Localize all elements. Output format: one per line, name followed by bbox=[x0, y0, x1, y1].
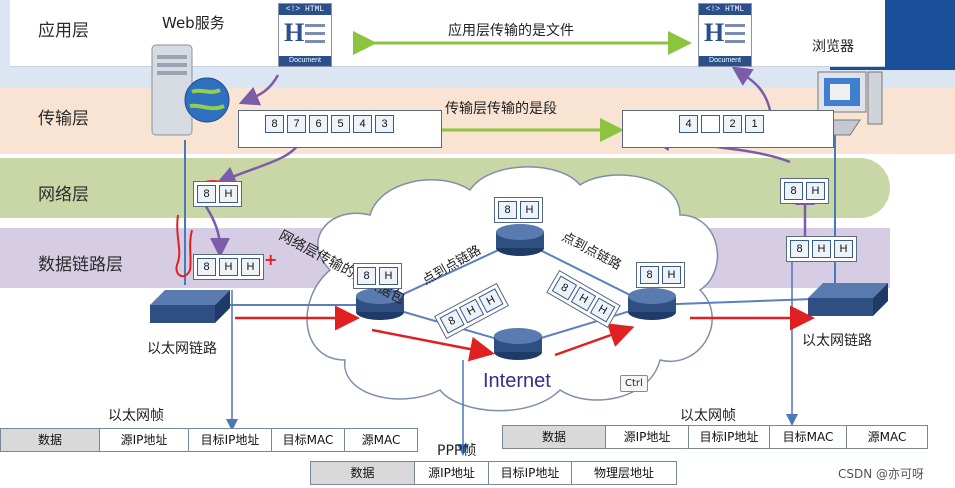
layer-label-datalink: 数据链路层 bbox=[38, 255, 123, 275]
document-footer: Document bbox=[699, 56, 751, 66]
document-header: <!> HTML bbox=[279, 4, 331, 15]
packet-cell bbox=[701, 115, 720, 133]
internet-label: Internet bbox=[483, 370, 551, 392]
packet-cell: 8 bbox=[197, 185, 216, 203]
packet-cell: 4 bbox=[679, 115, 698, 133]
packet-cell: 8 bbox=[790, 240, 809, 258]
ethernet-frame-right-label: 以太网帧 bbox=[680, 408, 736, 424]
frame-field: 源IP地址 bbox=[606, 426, 689, 448]
frame-field: 目标IP地址 bbox=[189, 429, 272, 451]
document-header: <!> HTML bbox=[699, 4, 751, 15]
frame-field-data: 数据 bbox=[1, 429, 100, 451]
router-right-icon bbox=[628, 288, 676, 320]
packet-cell: 3 bbox=[375, 115, 394, 133]
frame-field: 物理层地址 bbox=[593, 466, 654, 480]
internet-cloud bbox=[306, 166, 719, 412]
left-ethernet-switch-icon bbox=[150, 290, 230, 323]
packet-cell: 5 bbox=[331, 115, 350, 133]
router-bottom-icon bbox=[494, 328, 542, 360]
packet-cell: H bbox=[219, 185, 238, 203]
ethernet-frame-left-label: 以太网帧 bbox=[108, 408, 164, 424]
ppp-frame-table: 数据源IP地址目标IP地址 物理层地址 bbox=[310, 461, 677, 485]
transport-transfer-label: 传输层传输的是段 bbox=[445, 101, 557, 117]
frame-field: 源MAC bbox=[867, 430, 907, 444]
ethernet-frame-left-table: 数据源IP地址目标IP地址目标MAC 源MAC bbox=[0, 428, 418, 452]
packet-cell: 8 bbox=[498, 201, 517, 219]
layer-label-application: 应用层 bbox=[38, 21, 89, 41]
packet-cell: 8 bbox=[784, 182, 803, 200]
router-top-icon bbox=[496, 224, 544, 256]
router-left-icon bbox=[356, 288, 404, 320]
ctrl-key: Ctrl bbox=[620, 375, 648, 392]
web-server-label: Web服务 bbox=[162, 14, 225, 32]
red-arrow-2 bbox=[371, 328, 495, 362]
ppp-frame-label: PPP帧 bbox=[437, 443, 477, 459]
flow-segment-to-doc-right bbox=[731, 66, 772, 111]
red-scribble-annotation bbox=[175, 214, 193, 278]
frame-field-data: 数据 bbox=[311, 462, 415, 484]
frame-field: 目标IP地址 bbox=[689, 426, 770, 448]
ethernet-link-left-label: 以太网链路 bbox=[147, 341, 217, 357]
packet-cell: H bbox=[241, 258, 260, 276]
right-ethernet-switch-icon bbox=[808, 283, 888, 316]
browser-html-document-icon: <!> HTML H Document bbox=[698, 3, 752, 67]
frame-field: 目标MAC bbox=[770, 426, 847, 448]
ethernet-link-right-label: 以太网链路 bbox=[802, 333, 872, 349]
packet-cell: H bbox=[520, 201, 539, 219]
packet-cell: H bbox=[379, 267, 398, 285]
packet-cell: 1 bbox=[745, 115, 764, 133]
packet-cell: H bbox=[219, 258, 238, 276]
packet-cell: H bbox=[589, 297, 616, 323]
frame-field: 源IP地址 bbox=[100, 429, 189, 451]
frame-field: 目标IP地址 bbox=[489, 462, 572, 484]
layer-label-transport: 传输层 bbox=[38, 109, 89, 129]
packet-cell: 6 bbox=[309, 115, 328, 133]
app-transfer-label: 应用层传输的是文件 bbox=[448, 23, 574, 39]
packet-cell: H bbox=[662, 266, 681, 284]
packet-cell: 8 bbox=[265, 115, 284, 133]
frame-field: 源MAC bbox=[361, 433, 401, 447]
ethernet-frame-right-table: 数据源IP地址目标IP地址目标MAC 源MAC bbox=[502, 425, 928, 449]
red-arrow-3 bbox=[554, 323, 635, 357]
flow-packet-to-frame bbox=[203, 204, 230, 258]
frame-field-data: 数据 bbox=[503, 426, 606, 448]
packet-cell: 8 bbox=[357, 267, 376, 285]
server-html-document-icon: <!> HTML H Document bbox=[278, 3, 332, 67]
packet-cell: H bbox=[812, 240, 831, 258]
frame-field: 源IP地址 bbox=[415, 462, 489, 484]
flow-doc-to-segment bbox=[238, 74, 280, 106]
web-server-icon bbox=[151, 44, 230, 136]
packet-cell: H bbox=[834, 240, 853, 258]
packet-cell: 4 bbox=[353, 115, 372, 133]
packet-cell: 7 bbox=[287, 115, 306, 133]
browser-label: 浏览器 bbox=[812, 39, 854, 55]
packet-cell: H bbox=[806, 182, 825, 200]
packet-cell: 8 bbox=[197, 258, 216, 276]
watermark: CSDN @亦可呀 bbox=[838, 467, 925, 481]
frame-field: 目标MAC bbox=[272, 429, 345, 451]
layer-label-network: 网络层 bbox=[38, 185, 89, 205]
red-plus-annotation: + bbox=[264, 250, 278, 269]
document-footer: Document bbox=[279, 56, 331, 66]
packet-cell: 2 bbox=[723, 115, 742, 133]
packet-cell: 8 bbox=[640, 266, 659, 284]
packet-cell: H bbox=[478, 288, 504, 314]
